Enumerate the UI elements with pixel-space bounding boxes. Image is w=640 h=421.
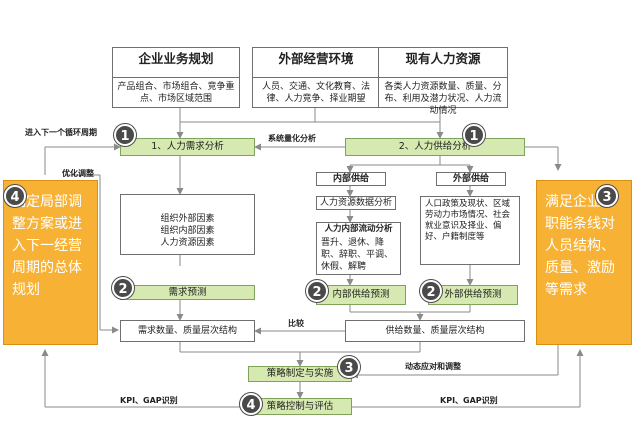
- system-quant-label: 系统量化分析: [268, 134, 316, 143]
- badge-4-left: 4: [4, 185, 26, 207]
- optimize-label: 优化调整: [62, 169, 94, 178]
- badge-1-supply: 1: [463, 124, 485, 146]
- external-env-title: 外部经营环境: [253, 48, 379, 78]
- internal-data-box: 人力资源数据分析: [316, 196, 396, 210]
- badge-1-demand: 1: [114, 124, 136, 146]
- demand-structure-box: 需求数量、质量层次结构: [120, 320, 255, 342]
- badge-3-strategy: 3: [338, 356, 360, 378]
- kpi-right-label: KPI、GAP识别: [440, 396, 498, 405]
- internal-flow-box: 人力内部流动分析 晋升、退休、降职、辞职、平调、休假、解聘: [316, 222, 401, 275]
- badge-2-demand: 2: [112, 277, 134, 299]
- external-env-desc: 人员、交通、文化教育、法律、人力竞争、择业期望: [261, 82, 370, 104]
- strategy-box: 策略制定与实施: [248, 366, 352, 382]
- left-orange-box: 制定局部调整方案或进入下一经营周期的总体规划: [3, 180, 98, 345]
- internal-flow-title: 人力内部流动分析: [324, 224, 393, 234]
- current-hr-box: 现有人力资源 各类人力资源数量、质量、分布、利用及潜力状况、人力流动情况: [378, 47, 508, 116]
- current-hr-title: 现有人力资源: [379, 48, 507, 78]
- demand-factor-hr: 人力资源因素: [160, 238, 215, 248]
- badge-2-external: 2: [420, 280, 442, 302]
- right-orange-box: 满足企业各职能条线对人员结构、质量、激励等需求: [536, 180, 632, 345]
- current-hr-desc: 各类人力资源数量、质量、分布、利用及潜力状况、人力流动情况: [384, 82, 502, 116]
- demand-factor-internal: 组织内部因素: [160, 226, 215, 236]
- badge-3-right: 3: [596, 185, 618, 207]
- external-desc-box: 人口政策及现状、区域劳动力市场情况、社会就业意识及择业、偏好、户籍制度等: [420, 196, 520, 265]
- dynamic-label: 动态应对和调整: [405, 362, 461, 371]
- control-box: 策略控制与评估: [248, 398, 352, 415]
- badge-4-control: 4: [240, 393, 262, 415]
- demand-factors-box: 组织外部因素 组织内部因素 人力资源因素: [120, 194, 255, 255]
- external-supply-box: 外部供给: [436, 172, 506, 186]
- supply-analysis-box: 2、人力供给分析: [345, 138, 525, 156]
- demand-forecast-box: 需求预测: [120, 285, 255, 300]
- demand-factor-external: 组织外部因素: [160, 214, 215, 224]
- internal-forecast-box: 内部供给预测: [316, 285, 406, 305]
- business-planning-desc: 产品组合、市场组合、竞争重点、市场区域范围: [117, 82, 235, 104]
- internal-supply-box: 内部供给: [316, 172, 386, 186]
- business-planning-box: 企业业务规划 产品组合、市场组合、竞争重点、市场区域范围: [112, 47, 240, 108]
- demand-analysis-box: 1、人力需求分析: [120, 138, 255, 156]
- business-planning-title: 企业业务规划: [113, 48, 239, 78]
- badge-2-internal: 2: [306, 280, 328, 302]
- internal-flow-desc: 晋升、退休、降职、辞职、平调、休假、解聘: [321, 238, 394, 272]
- compare-label: 比较: [288, 319, 304, 328]
- next-cycle-label: 进入下一个循环周期: [25, 128, 97, 137]
- kpi-left-label: KPI、GAP识别: [120, 396, 178, 405]
- supply-structure-box: 供给数量、质量层次结构: [345, 320, 525, 342]
- external-env-box: 外部经营环境 人员、交通、文化教育、法律、人力竞争、择业期望: [252, 47, 380, 108]
